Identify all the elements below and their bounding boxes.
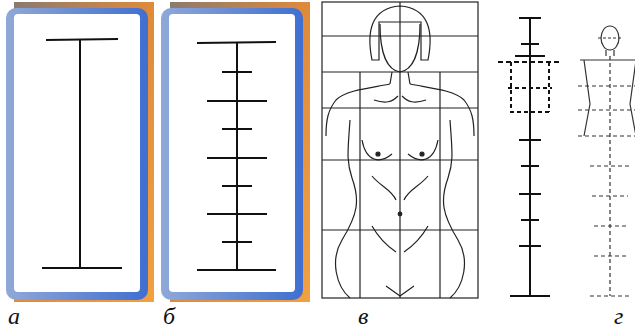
panel-letter: в — [358, 304, 368, 328]
panel-d-scheme — [498, 18, 562, 296]
panel-b — [161, 2, 310, 302]
panel-a — [6, 2, 154, 302]
panel-d-sketch — [578, 26, 635, 296]
panel-letter: г — [614, 304, 623, 328]
panel-letter: б — [163, 304, 175, 328]
panel-c-figure — [322, 2, 478, 298]
panel-letter: а — [8, 304, 20, 328]
